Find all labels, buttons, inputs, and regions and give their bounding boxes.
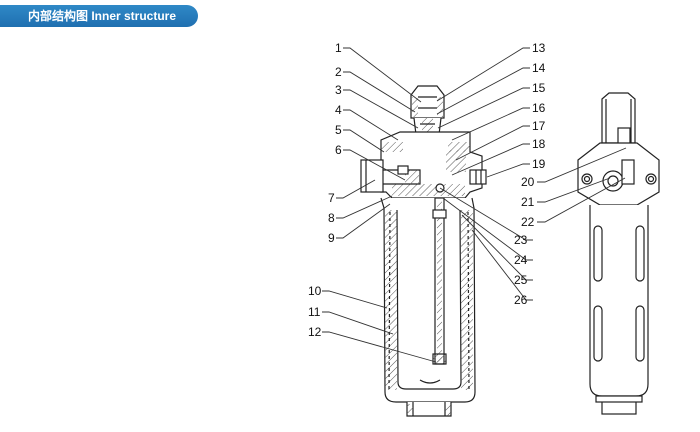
guard-slot — [593, 305, 603, 362]
callout-labels: 1 2 3 4 5 6 7 8 9 10 11 12 13 14 15 16 1… — [308, 41, 546, 339]
callout-20: 20 — [521, 175, 535, 189]
callout-26: 26 — [514, 293, 528, 307]
callout-14: 14 — [532, 61, 546, 75]
side-view — [577, 92, 660, 415]
callout-17: 17 — [532, 119, 546, 133]
callout-23: 23 — [514, 233, 528, 247]
callout-25: 25 — [514, 273, 528, 287]
callout-21: 21 — [521, 195, 535, 209]
bowl-inner — [396, 209, 462, 390]
callout-2: 2 — [335, 65, 342, 79]
callout-13: 13 — [532, 41, 546, 55]
callout-9: 9 — [328, 231, 335, 245]
cap-hatch-right — [437, 97, 443, 117]
guard-slot — [635, 225, 645, 282]
outlet-screw — [469, 169, 487, 185]
side-port-left — [581, 173, 593, 185]
callout-11: 11 — [308, 305, 321, 319]
callout-3: 3 — [335, 83, 342, 97]
callout-24: 24 — [514, 253, 528, 267]
callout-1: 1 — [335, 41, 342, 55]
callout-22: 22 — [521, 215, 535, 229]
callout-19: 19 — [532, 157, 546, 171]
guard-slot — [635, 305, 645, 362]
callout-16: 16 — [532, 101, 546, 115]
sectional-view — [360, 85, 487, 417]
callout-10: 10 — [308, 284, 322, 298]
inlet-port — [360, 159, 384, 193]
guard-slot — [593, 225, 603, 282]
leader-lines — [322, 47, 627, 363]
callout-7: 7 — [328, 191, 335, 205]
callout-15: 15 — [532, 81, 546, 95]
callout-18: 18 — [532, 137, 546, 151]
side-port-right — [645, 173, 657, 185]
callout-6: 6 — [335, 143, 342, 157]
section-title: 内部结构图 Inner structure — [0, 5, 198, 27]
top-cap — [410, 85, 445, 119]
callout-12: 12 — [308, 325, 322, 339]
callout-8: 8 — [328, 211, 335, 225]
cap-hatch-left — [412, 97, 418, 117]
callout-4: 4 — [335, 103, 342, 117]
callout-5: 5 — [335, 123, 342, 137]
